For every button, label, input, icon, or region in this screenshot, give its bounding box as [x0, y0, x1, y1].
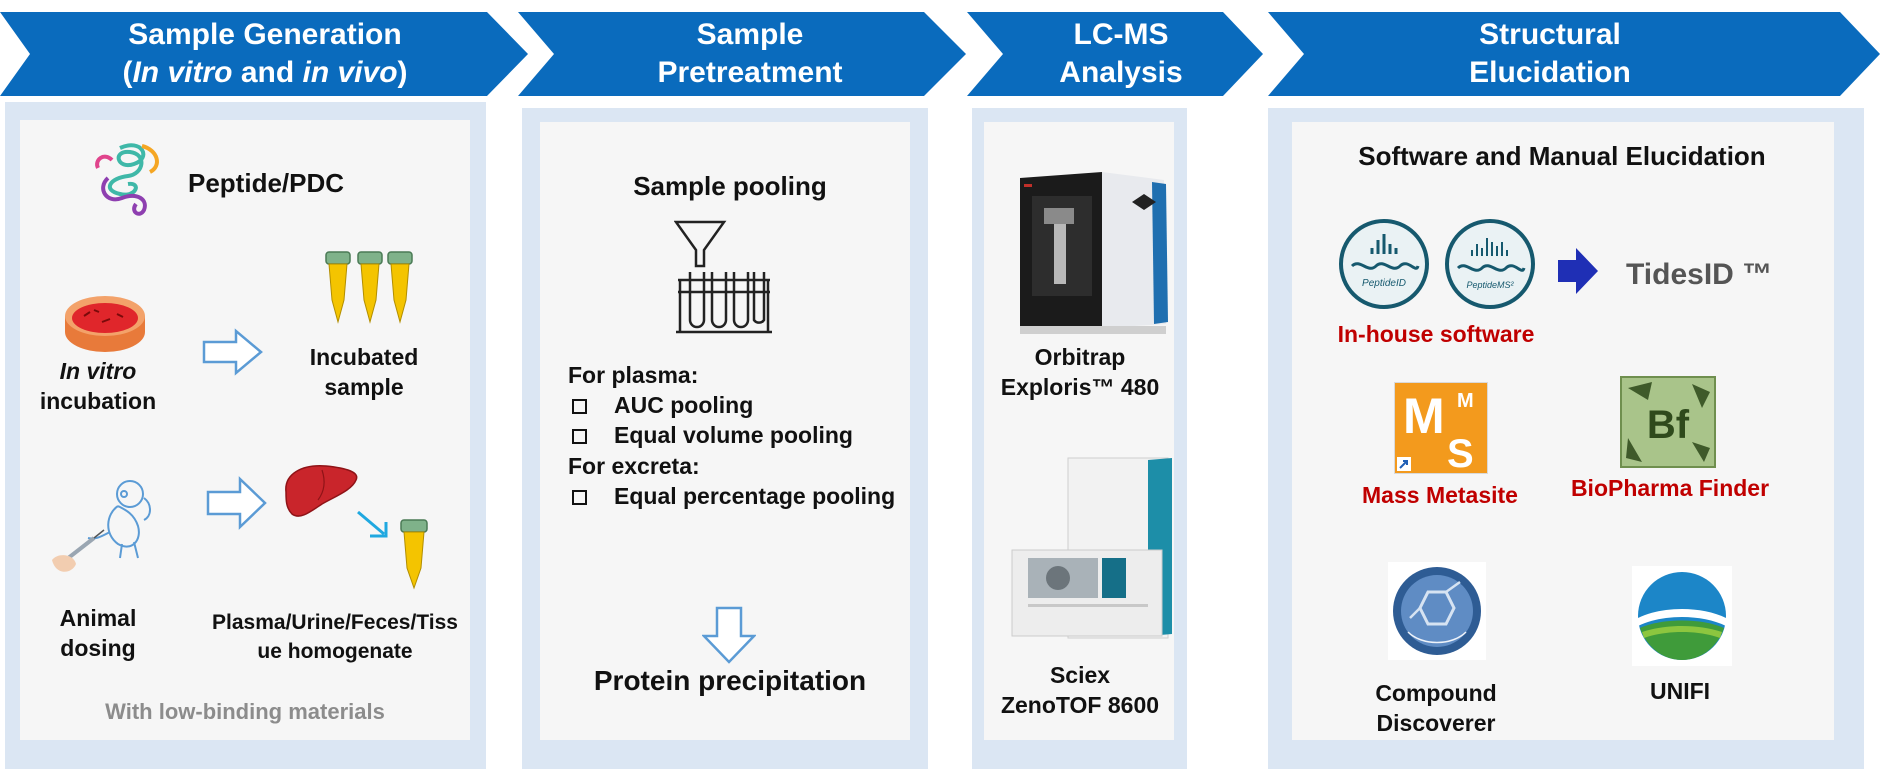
compound-discoverer-logo — [1388, 562, 1486, 660]
incubated-sample-label: Incubated sample — [309, 344, 419, 400]
header-line1: Structural — [1479, 18, 1621, 51]
svg-text:PeptideID: PeptideID — [1362, 278, 1406, 289]
sciex-label: Sciex ZenoTOF 8600 — [1000, 662, 1160, 718]
bf-logo-icon: Bf — [1626, 382, 1710, 462]
tidesid-label: TidesID ™ — [1626, 258, 1773, 291]
plasma-item-label: AUC pooling — [614, 392, 754, 418]
petri-dish-icon — [65, 296, 145, 352]
arrow-right-icon — [202, 328, 263, 376]
liver-icon — [285, 465, 358, 517]
tubes-icon — [325, 251, 413, 324]
unifi-logo — [1632, 566, 1732, 666]
header-sample-pretreatment: Sample Pretreatment — [518, 12, 968, 96]
plasma-item: AUC pooling — [570, 390, 900, 420]
peptide-label: Peptide/PDC — [188, 168, 345, 198]
invitro-label: In vitro incubation — [39, 358, 157, 414]
software-title: Software and Manual Elucidation — [1358, 141, 1766, 171]
header-line1: LC-MS — [1073, 18, 1169, 51]
mass-metasite-logo: M M S — [1394, 382, 1488, 476]
monkey-dosing-icon — [52, 480, 151, 572]
peptide-icon — [95, 143, 159, 216]
plasma-heading: For plasma: — [568, 362, 699, 388]
sciex-instrument-image — [1011, 457, 1172, 639]
header-line2: Analysis — [1059, 56, 1183, 89]
checkbox-icon — [572, 429, 587, 444]
compound-discoverer-label: Compound Discoverer — [1375, 680, 1497, 736]
excreta-heading: For excreta: — [568, 453, 700, 479]
arrow-down-icon — [702, 606, 756, 664]
header-sample-generation: Sample Generation (In vitro and in vivo) — [0, 12, 530, 96]
chevron-shape — [518, 12, 966, 96]
checkbox-icon — [572, 399, 587, 414]
excreta-item: Equal percentage pooling — [570, 481, 910, 511]
ms-logo-icon: M M S — [1397, 388, 1474, 476]
plasma-item: Equal volume pooling — [570, 420, 910, 450]
header-line1: Sample Generation — [128, 18, 402, 51]
excreta-item-label: Equal percentage pooling — [614, 483, 896, 509]
orbitrap-label: Orbitrap Exploris™ 480 — [1000, 344, 1160, 400]
checkbox-icon — [572, 490, 587, 505]
biopharma-finder-logo: Bf — [1620, 376, 1716, 468]
arrow-diagonal-icon — [357, 510, 388, 538]
header-line2: Pretreatment — [657, 56, 843, 89]
low-binding-note: With low-binding materials — [105, 699, 385, 724]
unifi-label: UNIFI — [1649, 678, 1711, 704]
biopharma-finder-label: BioPharma Finder — [1570, 475, 1770, 501]
chevron-shape — [0, 12, 528, 96]
protein-precipitation-label: Protein precipitation — [593, 665, 867, 696]
orbitrap-instrument-image — [1020, 172, 1168, 334]
header-lcms-analysis: LC-MS Analysis — [967, 12, 1265, 96]
peptidems-badge-icon: PeptideMS² — [1445, 219, 1535, 309]
funnel-tubes-icon — [674, 220, 772, 334]
panel-structural-elucidation-inner — [1292, 122, 1834, 740]
svg-text:M: M — [1457, 390, 1474, 412]
chevron-shape — [967, 12, 1263, 96]
chevron-shape — [1268, 12, 1880, 96]
svg-text:PeptideMS²: PeptideMS² — [1466, 280, 1514, 290]
svg-text:S: S — [1447, 432, 1474, 473]
plasma-item-label: Equal volume pooling — [614, 422, 853, 448]
svg-text:M: M — [1403, 388, 1445, 444]
header-structural-elucidation: Structural Elucidation — [1268, 12, 1882, 96]
tube-icon — [400, 519, 428, 590]
arrow-right-icon — [206, 476, 267, 530]
header-line2: (In vitro and in vivo) — [122, 56, 408, 89]
animal-dosing-label: Animal dosing — [59, 605, 137, 661]
svg-text:Bf: Bf — [1647, 403, 1690, 447]
sample-pooling-title: Sample pooling — [633, 171, 827, 201]
panel-sample-generation-inner — [20, 120, 470, 740]
in-house-software-label: In-house software — [1337, 321, 1535, 347]
arrow-right-solid-icon — [1558, 248, 1598, 294]
mass-metasite-label: Mass Metasite — [1362, 482, 1518, 508]
peptideid-badge-icon: PeptideID — [1339, 219, 1429, 309]
plasma-label: Plasma/Urine/Feces/Tissue homogenate — [212, 611, 458, 663]
header-line1: Sample — [696, 18, 804, 51]
header-line2: Elucidation — [1469, 56, 1631, 89]
